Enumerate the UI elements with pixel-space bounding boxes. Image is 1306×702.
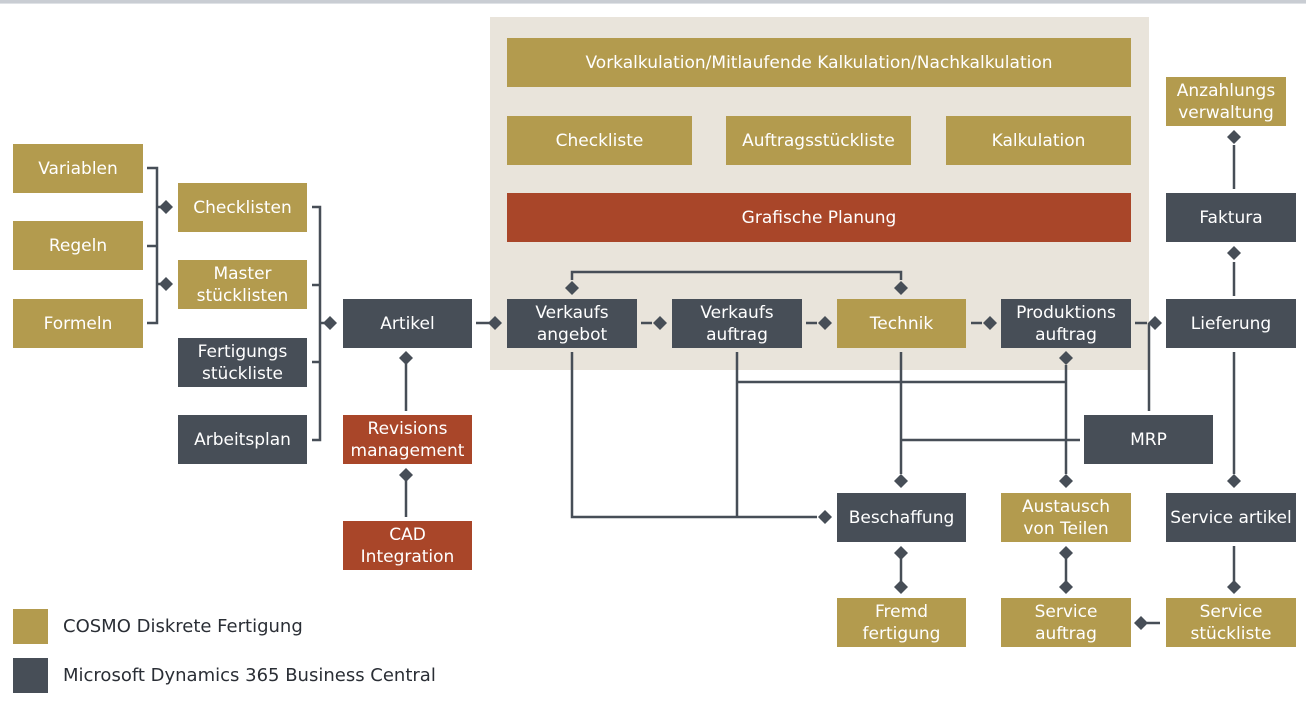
node-label: Produktions auftrag — [1016, 302, 1116, 345]
node-regeln[interactable]: Regeln — [13, 221, 143, 270]
node-label: Regeln — [48, 235, 108, 256]
node-revisions-management[interactable]: Revisions management — [343, 415, 472, 464]
node-service-artikel[interactable]: Service artikel — [1166, 493, 1296, 542]
node-label: Arbeitsplan — [194, 429, 291, 450]
node-label: CAD Integration — [360, 524, 455, 567]
diamond-icon — [488, 316, 502, 330]
node-verkaufs-auftrag[interactable]: Verkaufs auftrag — [672, 299, 802, 348]
diamond-icon — [159, 200, 173, 214]
node-service-stueckliste[interactable]: Service stückliste — [1166, 598, 1296, 647]
node-label: Service auftrag — [1034, 601, 1098, 644]
legend-item-cosmo: COSMO Diskrete Fertigung — [13, 609, 303, 644]
diamond-icon — [1227, 474, 1241, 488]
diamond-icon — [1134, 616, 1148, 630]
node-label: Auftragsstückliste — [742, 130, 895, 151]
diamond-icon — [323, 316, 337, 330]
node-label: Fertigungs stückliste — [197, 341, 288, 384]
connector-bracket-masterdata — [312, 205, 322, 442]
diamond-icon — [894, 546, 908, 560]
window-top-border — [0, 0, 1306, 4]
node-label: Beschaffung — [848, 507, 955, 528]
diamond-icon — [1227, 580, 1241, 594]
node-label: Grafische Planung — [741, 207, 897, 228]
node-checklisten[interactable]: Checklisten — [178, 183, 307, 232]
node-label: Service stückliste — [1190, 601, 1272, 644]
node-formeln[interactable]: Formeln — [13, 299, 143, 348]
node-technik[interactable]: Technik — [837, 299, 966, 348]
node-label: Revisions management — [350, 418, 465, 461]
legend-swatch-microsoft — [13, 658, 48, 693]
node-label: MRP — [1130, 429, 1167, 450]
legend-label: COSMO Diskrete Fertigung — [63, 616, 303, 637]
diamond-icon — [399, 351, 413, 365]
diamond-icon — [1059, 580, 1073, 594]
connector-angebot-technik — [570, 270, 903, 280]
node-faktura[interactable]: Faktura — [1166, 193, 1296, 242]
node-auftragsstueckliste[interactable]: Auftragsstückliste — [726, 116, 911, 165]
node-master-stuecklisten[interactable]: Master stücklisten — [178, 260, 307, 309]
node-kalkulation[interactable]: Kalkulation — [946, 116, 1131, 165]
node-cad-integration[interactable]: CAD Integration — [343, 521, 472, 570]
diamond-icon — [565, 281, 579, 295]
node-verkaufs-angebot[interactable]: Verkaufs angebot — [507, 299, 637, 348]
node-produktions-auftrag[interactable]: Produktions auftrag — [1001, 299, 1131, 348]
diamond-icon — [1059, 546, 1073, 560]
legend-swatch-cosmo — [13, 609, 48, 644]
diamond-markers — [159, 130, 1241, 630]
node-arbeitsplan[interactable]: Arbeitsplan — [178, 415, 307, 464]
diamond-icon — [894, 474, 908, 488]
node-label: Anzahlungs verwaltung — [1176, 80, 1276, 123]
legend-label: Microsoft Dynamics 365 Business Central — [63, 665, 436, 686]
node-fremd-fertigung[interactable]: Fremd fertigung — [837, 598, 966, 647]
node-label: Service artikel — [1170, 507, 1292, 528]
node-label: Verkaufs auftrag — [700, 302, 774, 345]
node-artikel[interactable]: Artikel — [343, 299, 472, 348]
node-label: Variablen — [38, 158, 118, 179]
diamond-icon — [1227, 130, 1241, 144]
node-label: Vorkalkulation/Mitlaufende Kalkulation/N… — [585, 52, 1053, 73]
node-service-auftrag[interactable]: Service auftrag — [1001, 598, 1131, 647]
node-fertigungs-stueckliste[interactable]: Fertigungs stückliste — [178, 338, 307, 387]
node-label: Austausch von Teilen — [1021, 496, 1111, 539]
diamond-icon — [653, 316, 667, 330]
node-mrp[interactable]: MRP — [1084, 415, 1213, 464]
diamond-icon — [983, 316, 997, 330]
node-label: Lieferung — [1190, 313, 1272, 334]
node-beschaffung[interactable]: Beschaffung — [837, 493, 966, 542]
diamond-icon — [894, 580, 908, 594]
node-checkliste[interactable]: Checkliste — [507, 116, 692, 165]
node-kalkulation-banner[interactable]: Vorkalkulation/Mitlaufende Kalkulation/N… — [507, 38, 1131, 87]
legend-item-microsoft: Microsoft Dynamics 365 Business Central — [13, 658, 436, 693]
diamond-icon — [894, 281, 908, 295]
diamond-icon — [818, 316, 832, 330]
node-anzahlungs-verwaltung[interactable]: Anzahlungs verwaltung — [1166, 77, 1286, 126]
node-label: Master stücklisten — [196, 263, 289, 306]
diamond-icon — [399, 468, 413, 482]
diamond-icon — [818, 510, 832, 524]
node-label: Kalkulation — [991, 130, 1086, 151]
diamond-icon — [1059, 474, 1073, 488]
node-label: Checkliste — [555, 130, 644, 151]
diamond-icon — [1059, 351, 1073, 365]
node-lieferung[interactable]: Lieferung — [1166, 299, 1296, 348]
node-label: Faktura — [1199, 207, 1263, 228]
node-label: Formeln — [43, 313, 113, 334]
node-label: Technik — [869, 313, 934, 334]
diamond-icon — [1227, 246, 1241, 260]
node-label: Artikel — [380, 313, 435, 334]
node-grafische-planung[interactable]: Grafische Planung — [507, 193, 1131, 242]
diamond-icon — [159, 277, 173, 291]
node-austausch-von-teilen[interactable]: Austausch von Teilen — [1001, 493, 1131, 542]
diamond-icon — [1148, 316, 1162, 330]
node-label: Fremd fertigung — [862, 601, 941, 644]
connector-angebot-beschaffung — [570, 352, 817, 519]
node-variablen[interactable]: Variablen — [13, 144, 143, 193]
node-label: Verkaufs angebot — [535, 302, 609, 345]
node-label: Checklisten — [193, 197, 292, 218]
